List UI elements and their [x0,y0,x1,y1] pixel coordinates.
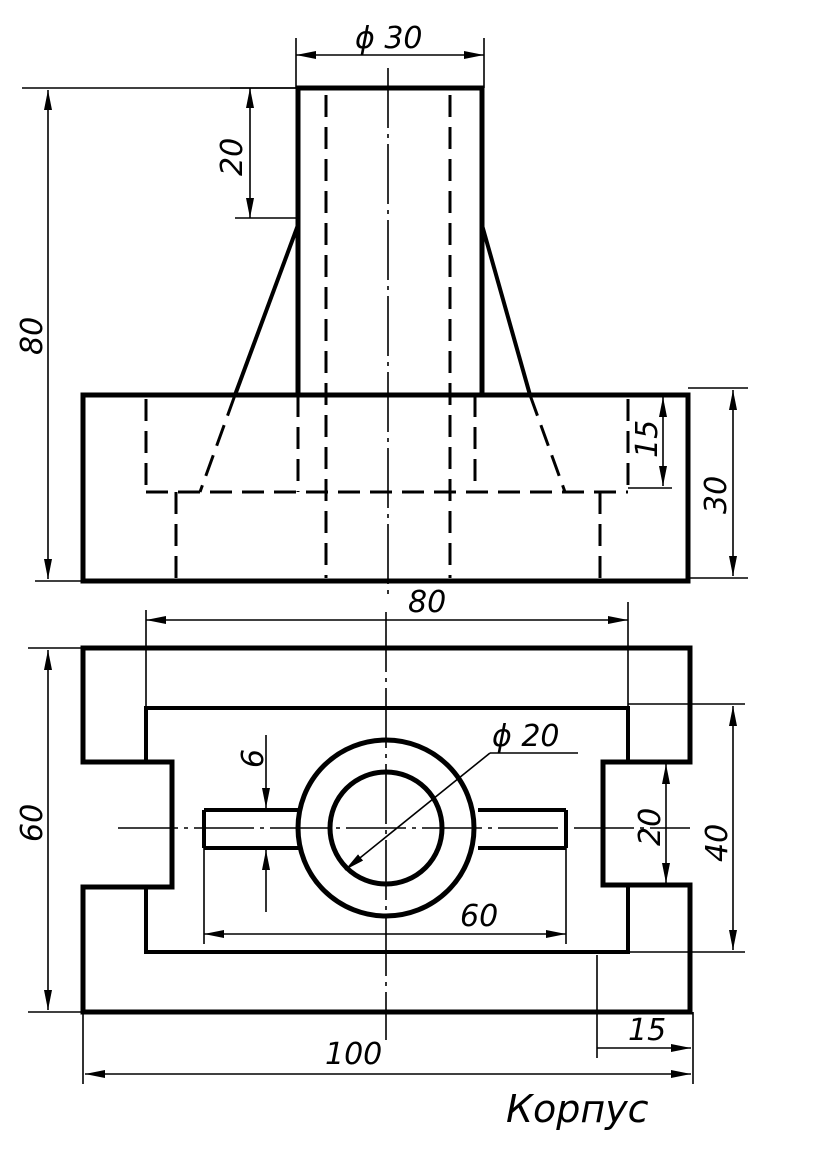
dim-label-80-width: 80 [408,585,446,620]
dim-inner-depth-40: 40 [628,703,745,953]
dim-label-40-inner: 40 [700,824,735,862]
dim-side-15: 15 [596,955,691,1058]
dim-label-60-depth: 60 [15,804,50,842]
top-view: 80 60 ϕ 20 6 60 [15,585,745,1084]
dim-slot-width-6: 6 [236,735,271,912]
dim-front-top-20: 20 [215,87,298,219]
dim-label-diameter-30: ϕ 30 [355,21,423,56]
dim-label-80-height: 80 [15,317,50,355]
dim-label-diameter-20: ϕ 20 [492,719,560,754]
dim-front-diameter: ϕ 30 [295,21,485,88]
dim-top-width-80: 80 [145,585,629,708]
dim-front-height-80: 80 [15,87,298,582]
front-view: ϕ 30 20 80 30 15 [15,21,748,600]
right-rib-edge [480,224,532,396]
dim-label-20-notch: 20 [633,808,668,846]
dim-front-step-15: 15 [628,394,672,489]
top-inner-outline [144,706,630,954]
dim-hole-diameter: ϕ 20 [344,719,578,871]
front-base-outline [80,392,691,584]
dim-label-15-side: 15 [628,1013,666,1048]
slot-outline [202,808,568,850]
dim-label-30-base: 30 [699,476,734,514]
dim-label-60-slot: 60 [460,899,498,934]
dim-slot-length-60: 60 [203,848,567,944]
front-hidden-lines [144,95,630,578]
dim-label-20-top: 20 [215,138,250,176]
dim-label-100-width: 100 [325,1037,382,1072]
dim-top-depth-60: 60 [15,647,83,1013]
dim-front-base-30: 30 [688,387,748,579]
dim-label-6-slot: 6 [236,749,271,768]
drawing-title: Корпус [506,1087,649,1131]
dim-notch-20: 20 [603,761,690,886]
left-rib-edge [233,224,300,396]
dim-total-width-100: 100 [82,1012,694,1084]
dim-label-15-step: 15 [630,420,665,458]
